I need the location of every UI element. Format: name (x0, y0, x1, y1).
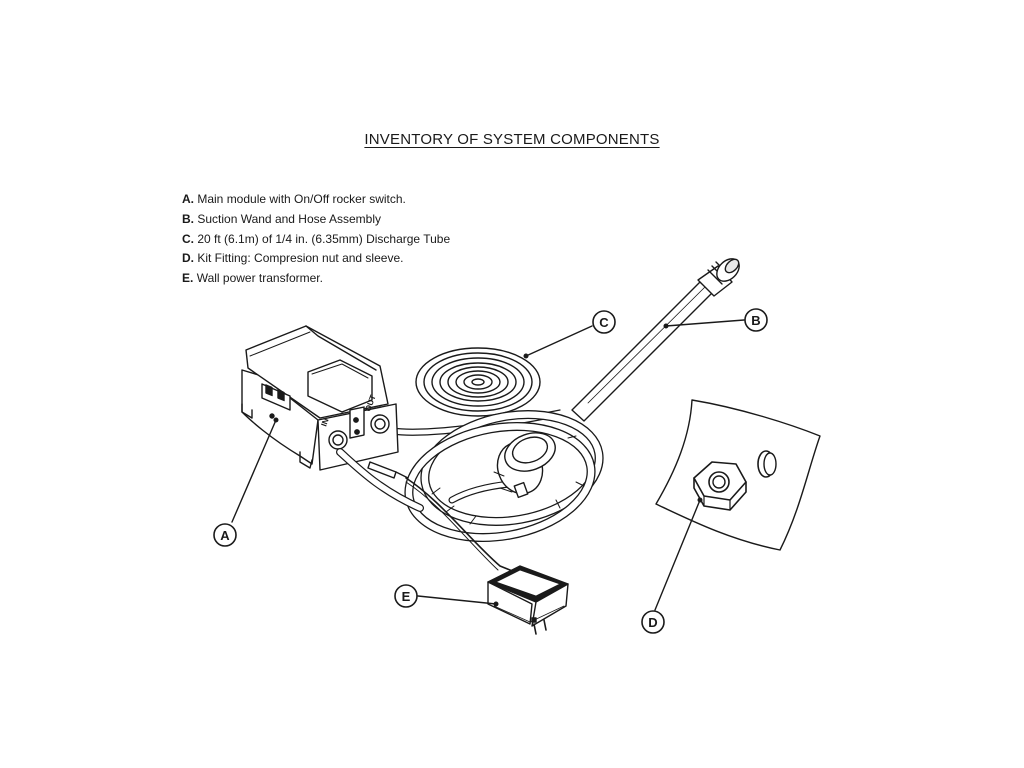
callout-a: A (213, 417, 279, 547)
legend-item-b: B. Suction Wand and Hose Assembly (182, 210, 450, 230)
kit-fitting-card (655, 399, 821, 551)
power-cord (405, 477, 521, 575)
callout-c: C (523, 310, 616, 359)
legend-item-d: D. Kit Fitting: Compresion nut and sleev… (182, 249, 450, 269)
suction-head (448, 432, 556, 504)
legend-key: A. (182, 192, 194, 206)
suction-wand (571, 258, 740, 422)
callout-label-b: B (751, 313, 760, 328)
legend-item-a: A. Main module with On/Off rocker switch… (182, 190, 450, 210)
legend-item-c: C. 20 ft (6.1m) of 1/4 in. (6.35mm) Disc… (182, 230, 450, 250)
suction-hose-coil (404, 410, 604, 543)
main-module: IN OUT (241, 325, 409, 479)
wall-transformer (487, 565, 569, 635)
legend-key: B. (182, 211, 194, 226)
callout-e: E (394, 584, 499, 608)
legend-item-e: E. Wall power transformer. (182, 269, 450, 289)
callout-d: D (641, 497, 703, 634)
callout-b: B (663, 308, 768, 332)
legend-key: E. (182, 271, 194, 286)
callout-label-c: C (599, 315, 609, 330)
callout-label-d: D (648, 615, 657, 630)
legend-description: 20 ft (6.1m) of 1/4 in. (6.35mm) Dischar… (197, 231, 451, 246)
in-port-label: IN (319, 417, 330, 428)
component-legend: A. Main module with On/Off rocker switch… (182, 190, 450, 289)
page-title: INVENTORY OF SYSTEM COMPONENTS (364, 131, 660, 148)
legend-key: D. (182, 251, 194, 266)
legend-description: Kit Fitting: Compresion nut and sleeve. (197, 251, 404, 266)
legend-description: Main module with On/Off rocker switch. (197, 192, 406, 206)
legend-key: C. (182, 231, 194, 246)
discharge-tube-coil (415, 347, 541, 417)
callout-label-a: A (220, 528, 230, 543)
legend-description: Suction Wand and Hose Assembly (197, 211, 381, 226)
callout-label-e: E (402, 589, 411, 604)
legend-description: Wall power transformer. (196, 271, 323, 286)
